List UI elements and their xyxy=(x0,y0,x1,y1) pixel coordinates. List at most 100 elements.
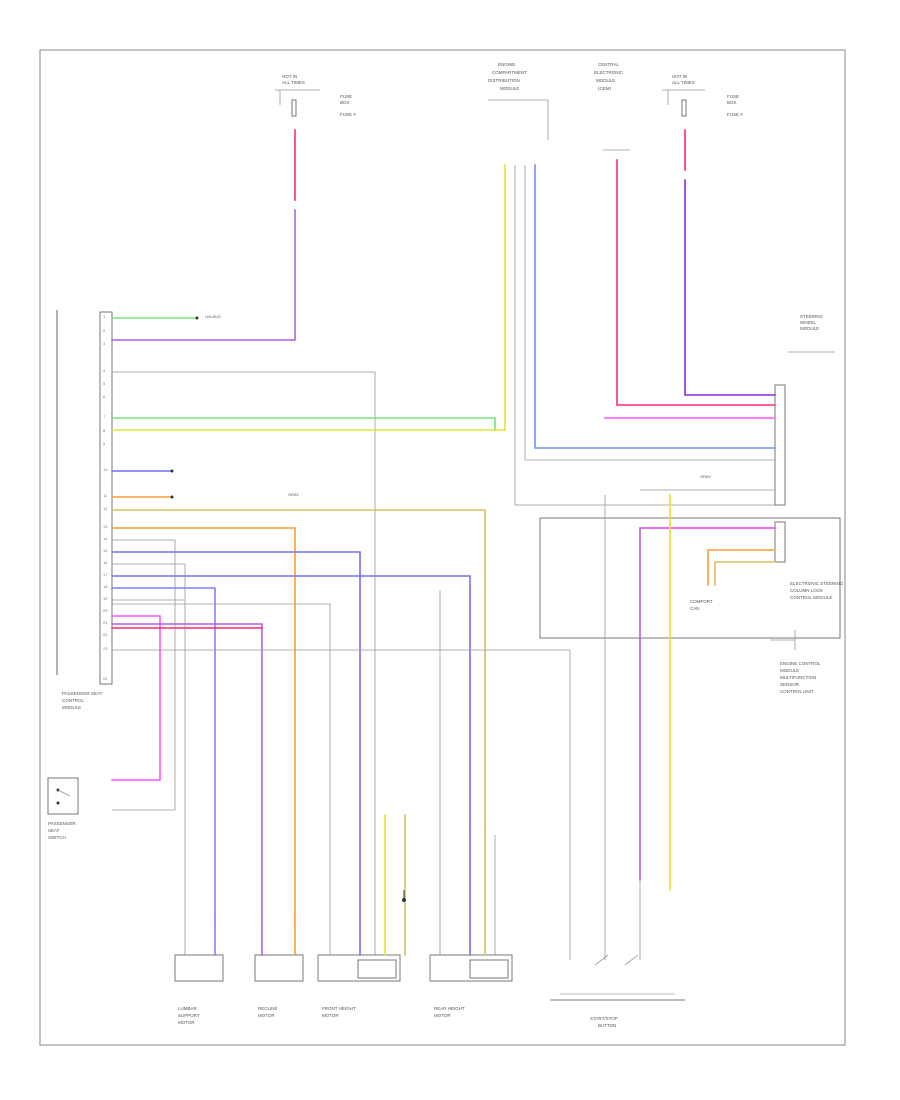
wire-label-right: GRAY xyxy=(700,474,711,479)
module-left-label-2: CONTROL xyxy=(62,698,84,703)
svg-text:18: 18 xyxy=(103,584,108,589)
svg-text:ALL TIMES: ALL TIMES xyxy=(672,80,695,85)
svg-text:12: 12 xyxy=(103,506,108,511)
module-left-connector xyxy=(99,311,113,685)
wire-blue-seat-2 xyxy=(111,575,471,831)
motor-recline: RECLINE MOTOR xyxy=(254,954,304,1018)
svg-text:MOTOR: MOTOR xyxy=(322,1013,339,1018)
svg-text:START/STOP: START/STOP xyxy=(590,1016,618,1021)
svg-text:MODULE: MODULE xyxy=(596,78,615,83)
svg-text:MOTOR: MOTOR xyxy=(178,1020,195,1025)
wire-orange-seat xyxy=(111,527,296,921)
svg-text:19: 19 xyxy=(103,596,108,601)
module-right-lower xyxy=(539,517,841,639)
wire-center-gray xyxy=(514,165,775,506)
svg-text:ENGINE CONTROL: ENGINE CONTROL xyxy=(780,661,821,666)
module-right-lower-label: ELECTRONIC STEERING COLUMN LOCK CONTROL … xyxy=(790,581,844,600)
svg-text:ELECTRONIC STEERING: ELECTRONIC STEERING xyxy=(790,581,844,586)
wire-blue-seat-1 xyxy=(111,551,361,831)
top-center-module: ENGINE COMPARTMENT DISTRIBUTION MODULE xyxy=(488,62,549,140)
svg-text:CENTRAL: CENTRAL xyxy=(598,62,620,67)
wire-cem-pink xyxy=(616,159,776,406)
svg-text:SENSOR: SENSOR xyxy=(780,682,800,687)
svg-text:BOX: BOX xyxy=(340,100,350,105)
svg-text:BOX: BOX xyxy=(727,100,737,105)
top-center-module-2: CENTRAL ELECTRONIC MODULE (CEM) xyxy=(594,62,630,151)
svg-text:17: 17 xyxy=(103,572,108,577)
svg-text:FUSE: FUSE xyxy=(727,94,739,99)
svg-text:FUSE #: FUSE # xyxy=(340,112,356,117)
wire-center-gray-2 xyxy=(524,165,775,461)
start-stop-switch: START/STOP BUTTON xyxy=(550,880,685,1028)
wire-gray-top xyxy=(112,371,376,835)
svg-text:SUPPORT: SUPPORT xyxy=(178,1013,200,1018)
motor-front-height: FRONT HEIGHT MOTOR xyxy=(317,954,401,1018)
motor-lumbar: LUMBAR SUPPORT MOTOR xyxy=(174,954,224,1025)
svg-text:5: 5 xyxy=(103,381,106,386)
svg-text:REAR HEIGHT: REAR HEIGHT xyxy=(434,1006,465,1011)
svg-text:21: 21 xyxy=(103,620,108,625)
svg-text:22: 22 xyxy=(103,632,108,637)
svg-text:WHEEL: WHEEL xyxy=(800,320,817,325)
wire-fuse-feed-left-2 xyxy=(111,209,296,341)
svg-text:CONTROL MODULE: CONTROL MODULE xyxy=(790,595,832,600)
svg-text:3: 3 xyxy=(103,341,106,346)
fuse-left-top: HOT IN ALL TIMES FUSE BOX FUSE # xyxy=(275,74,356,117)
svg-text:1: 1 xyxy=(103,314,106,319)
svg-text:13: 13 xyxy=(103,524,108,529)
svg-text:23: 23 xyxy=(103,646,108,651)
module-right-bottom-label: ENGINE CONTROL MODULE MULTIFUNCTION SENS… xyxy=(770,630,821,694)
svg-text:10: 10 xyxy=(103,467,108,472)
svg-text:7: 7 xyxy=(103,414,106,419)
wire-light-gray-long xyxy=(112,649,571,880)
wire-magenta-seat xyxy=(111,615,161,781)
left-switch-box xyxy=(47,777,79,815)
left-switch-label-2: SEAT xyxy=(48,828,60,833)
svg-text:ENGINE: ENGINE xyxy=(498,62,515,67)
fuse-icon xyxy=(291,99,297,117)
ground-icon xyxy=(402,890,406,902)
svg-text:11: 11 xyxy=(103,493,108,498)
svg-text:MULTIFUNCTION: MULTIFUNCTION xyxy=(780,675,816,680)
svg-text:15: 15 xyxy=(103,548,108,553)
svg-text:9: 9 xyxy=(103,441,106,446)
svg-text:COMPARTMENT: COMPARTMENT xyxy=(492,70,527,75)
svg-text:BUTTON: BUTTON xyxy=(598,1023,616,1028)
module-right-connector-a xyxy=(774,384,786,506)
svg-text:8: 8 xyxy=(103,428,106,433)
svg-text:LUMBAR: LUMBAR xyxy=(178,1006,198,1011)
svg-text:STEERING: STEERING xyxy=(800,314,824,319)
wire-gray-seat-2 xyxy=(112,563,186,920)
svg-text:MODULE: MODULE xyxy=(780,668,799,673)
svg-text:24: 24 xyxy=(103,676,108,681)
svg-text:DISTRIBUTION: DISTRIBUTION xyxy=(488,78,520,83)
svg-text:ELECTRONIC: ELECTRONIC xyxy=(594,70,624,75)
left-switch-label-3: SWITCH xyxy=(48,835,66,840)
svg-text:4: 4 xyxy=(103,368,106,373)
wire-orange-lower xyxy=(707,549,776,586)
wire-center-blue xyxy=(534,164,776,449)
wire-tan-lower xyxy=(714,561,776,586)
module-left-label: PASSENGER SEAT xyxy=(62,691,103,696)
right-lower-sub-label: COMFORT xyxy=(690,599,713,604)
fuse-icon xyxy=(681,99,687,117)
diagram-frame xyxy=(39,49,846,1046)
svg-text:MODULE: MODULE xyxy=(800,326,819,331)
svg-text:COLUMN LOCK: COLUMN LOCK xyxy=(790,588,823,593)
svg-text:(CEM): (CEM) xyxy=(598,86,611,91)
wire-gray-seat-4 xyxy=(112,603,331,835)
svg-text:14: 14 xyxy=(103,536,108,541)
svg-text:FUSE #: FUSE # xyxy=(727,112,743,117)
wire-label-lin-bus: LIN-BUS xyxy=(205,314,221,319)
svg-text:16: 16 xyxy=(103,560,108,565)
svg-text:MOTOR: MOTOR xyxy=(434,1013,451,1018)
svg-text:FUSE: FUSE xyxy=(340,94,352,99)
svg-text:FRONT HEIGHT: FRONT HEIGHT xyxy=(322,1006,356,1011)
left-switch-label: PASSENGER xyxy=(48,821,76,826)
wire-tan-mid xyxy=(111,509,486,831)
svg-text:2: 2 xyxy=(103,328,106,333)
svg-text:RECLINE: RECLINE xyxy=(258,1006,278,1011)
motor-rear-height: REAR HEIGHT MOTOR xyxy=(429,954,513,1018)
